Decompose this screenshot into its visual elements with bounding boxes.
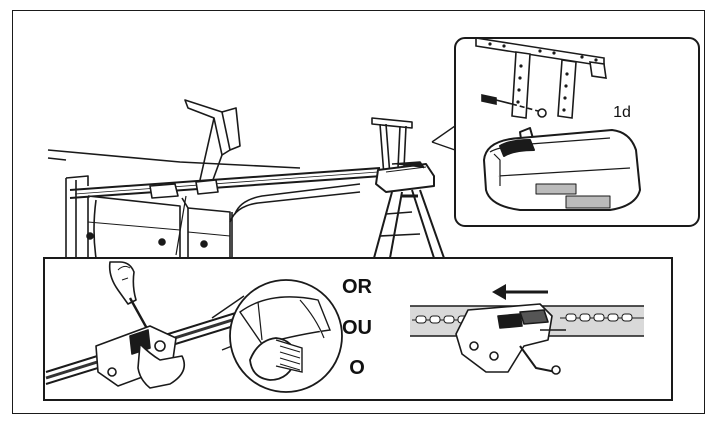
or-word-fr: OU bbox=[342, 317, 372, 339]
detail-panel: OR OU O bbox=[43, 257, 673, 401]
right-detail-illustration bbox=[410, 284, 644, 375]
garage-scene bbox=[47, 99, 456, 259]
or-word-es: O bbox=[349, 357, 365, 379]
or-word-en: OR bbox=[342, 276, 373, 298]
callout-label: 1d bbox=[613, 104, 631, 121]
callout-panel: 1d bbox=[454, 37, 700, 227]
zoom-detail bbox=[229, 279, 343, 393]
